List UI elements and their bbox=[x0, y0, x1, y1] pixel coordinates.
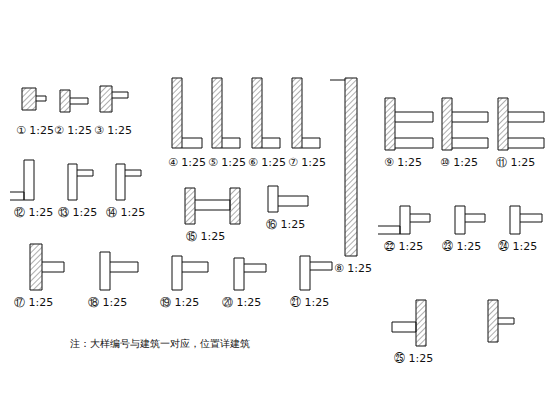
detail-title: ⑬ 1:25 bbox=[58, 206, 97, 219]
detail-title: ㉔ 1:25 bbox=[498, 240, 537, 253]
detail-title: ⑤ 1:25 bbox=[208, 156, 246, 169]
detail-title: ② 1:25 bbox=[54, 124, 92, 137]
sheet-note: 注：大样编号与建筑一对应，位置详建筑 bbox=[70, 338, 250, 350]
detail-title: ⑮ 1:25 bbox=[186, 230, 225, 243]
detail-title: ⑫ 1:25 bbox=[14, 206, 53, 219]
detail-title: ⑦ 1:25 bbox=[288, 156, 326, 169]
detail-title: ⑥ 1:25 bbox=[248, 156, 286, 169]
detail-title: ⑱ 1:25 bbox=[88, 296, 127, 309]
detail-title: ⑳ 1:25 bbox=[222, 296, 261, 309]
detail-title: ⑧ 1:25 bbox=[334, 262, 372, 275]
detail-title: ③ 1:25 bbox=[94, 124, 132, 137]
detail-title: ⑲ 1:25 bbox=[160, 296, 199, 309]
detail-title: ⑨ 1:25 bbox=[384, 156, 422, 169]
detail-title: ⑯ 1:25 bbox=[266, 218, 305, 231]
detail-title: ㉒ 1:25 bbox=[384, 240, 423, 253]
detail-title: ㉑ 1:25 bbox=[290, 296, 329, 309]
detail-title: ㉕ 1:25 bbox=[394, 352, 433, 365]
detail-title: ① 1:25 bbox=[16, 124, 54, 137]
detail-title: ⑩ 1:25 bbox=[440, 156, 478, 169]
detail-title: ④ 1:25 bbox=[168, 156, 206, 169]
detail-title: ⑰ 1:25 bbox=[14, 296, 53, 309]
detail-title: ㉓ 1:25 bbox=[442, 240, 481, 253]
detail-title: ⑭ 1:25 bbox=[106, 206, 145, 219]
detail-title: ⑪ 1:25 bbox=[496, 156, 535, 169]
